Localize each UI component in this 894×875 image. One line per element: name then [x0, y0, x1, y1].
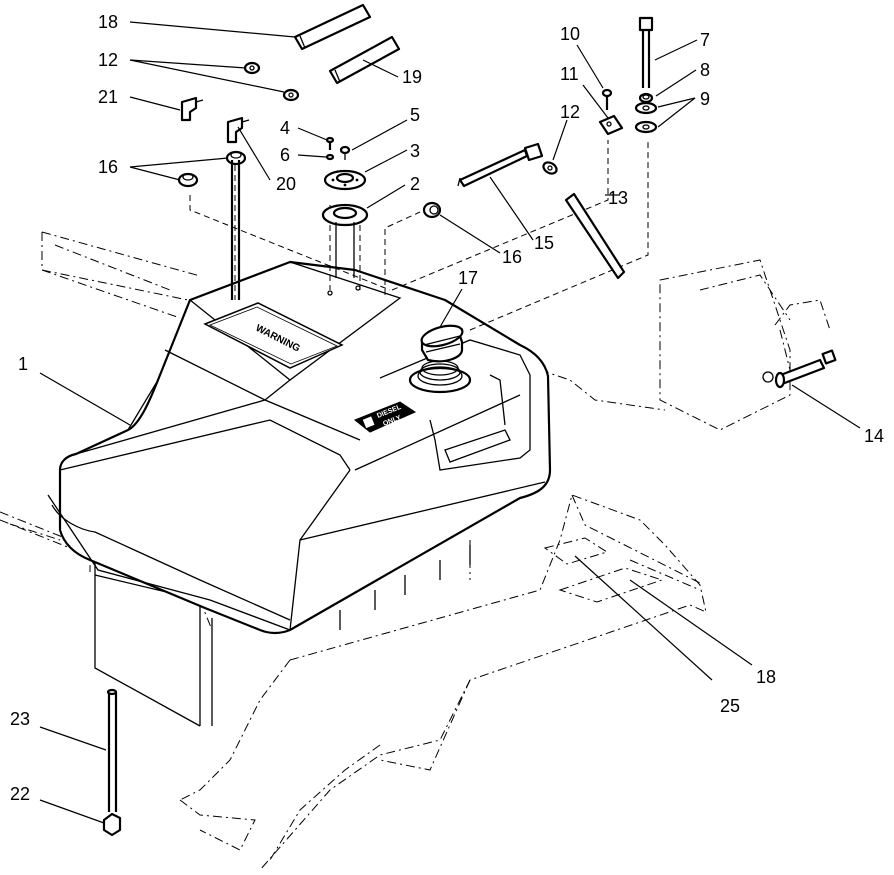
callout-5: 5 — [410, 105, 420, 125]
callout-15: 15 — [534, 233, 554, 253]
washer-9-lower — [634, 120, 658, 134]
callout-21: 21 — [98, 87, 118, 107]
fuel-gauge-sender-3 — [323, 169, 367, 191]
drain-cap-22 — [102, 812, 122, 837]
callout-13: 13 — [608, 188, 628, 208]
nut-8 — [638, 92, 654, 104]
callout-7: 7 — [700, 30, 710, 50]
callout-25: 25 — [720, 696, 740, 716]
vent-hose-13 — [564, 192, 626, 280]
frame-rail-upper — [41, 231, 201, 319]
bracket-bolt-14 — [774, 349, 837, 389]
fuel-pickup-tube — [230, 160, 241, 300]
warning-decal: WARNING — [203, 302, 344, 369]
fuel-hose-upper-19 — [293, 3, 372, 51]
hose-clamp-12c — [542, 161, 558, 175]
grommet-16-left — [177, 172, 199, 188]
callout-12a: 12 — [98, 50, 118, 70]
filler-neck — [408, 360, 472, 394]
callout-labels: 18 12 19 21 16 20 4 6 5 3 2 16 15 12 13 … — [10, 12, 884, 804]
callout-17: 17 — [458, 268, 478, 288]
callout-20: 20 — [276, 174, 296, 194]
callout-19b: 19 — [402, 67, 422, 87]
callout-18: 18 — [756, 667, 776, 687]
callout-16b: 16 — [502, 247, 522, 267]
grommet-16-right — [422, 201, 442, 219]
decal-pad-25 — [543, 537, 609, 565]
callout-12b: 12 — [560, 102, 580, 122]
callout-11: 11 — [560, 64, 579, 84]
bolt-7 — [638, 16, 654, 88]
callout-2: 2 — [410, 174, 420, 194]
hose-clip-11 — [598, 114, 624, 136]
fuel-tank — [47, 260, 552, 635]
washer-9-upper — [634, 101, 658, 115]
callout-14: 14 — [864, 426, 884, 446]
fuel-cap — [420, 324, 464, 363]
hose-clamp-12a — [243, 61, 261, 75]
callout-22: 22 — [10, 784, 30, 804]
gasket-2 — [321, 203, 369, 227]
elbow-fitting-20 — [226, 116, 250, 144]
mounting-bracket-14 — [659, 259, 831, 431]
vent-tube-15 — [457, 142, 544, 188]
fuel-hose-lower-19 — [328, 35, 401, 85]
lock-washer-6 — [325, 153, 335, 161]
callout-4: 4 — [280, 118, 290, 138]
callout-19a: 18 — [98, 12, 118, 32]
callout-9: 9 — [700, 89, 710, 109]
callout-23: 23 — [10, 709, 30, 729]
callout-16a: 16 — [98, 157, 118, 177]
decal-pad-18 — [558, 567, 664, 603]
elbow-fitting-21 — [180, 96, 204, 122]
screw-10 — [601, 88, 613, 110]
callout-3: 3 — [410, 141, 420, 161]
leader-lines — [39, 21, 861, 824]
callout-1: 1 — [18, 354, 28, 374]
sender-screw-5 — [339, 145, 351, 160]
grommet-16-center — [225, 150, 247, 166]
callout-8: 8 — [700, 60, 710, 80]
hose-clamp-12b — [282, 88, 300, 102]
sender-tube — [327, 222, 361, 296]
chassis-floor-pan — [179, 369, 707, 871]
callout-6: 6 — [280, 145, 290, 165]
callout-10: 10 — [560, 24, 580, 44]
drain-tube-23 — [106, 688, 118, 812]
screw-4 — [325, 136, 335, 150]
